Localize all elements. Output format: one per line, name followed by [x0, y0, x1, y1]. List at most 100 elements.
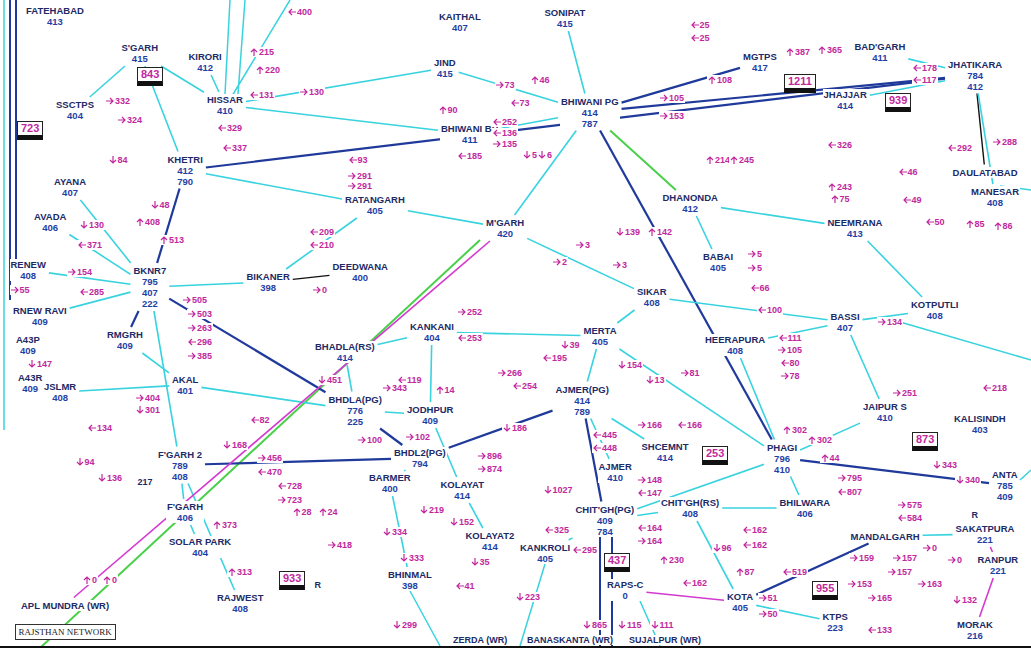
station-value: 414 — [466, 541, 515, 552]
transmission-line — [347, 365, 352, 392]
flow-arrow — [531, 76, 539, 84]
station-name: APL MUNDRA (WR) — [21, 600, 109, 611]
flow-arrow — [478, 465, 486, 473]
label-text: 186 — [512, 423, 527, 433]
flow-value: 133 — [867, 625, 893, 635]
flow-arrow — [638, 476, 646, 484]
station-value: 410 — [207, 105, 243, 116]
label-text: 302 — [792, 425, 807, 435]
flow-value: 326 — [827, 140, 853, 150]
flow-arrow — [511, 99, 519, 107]
flow-arrow — [450, 518, 458, 526]
station-value: 408 — [637, 297, 667, 308]
flow-value: 243 — [827, 182, 853, 192]
substation-label: APL MUNDRA (WR) — [20, 600, 110, 611]
label-text: 874 — [487, 464, 502, 474]
flow-value: 456 — [257, 453, 283, 463]
flow-arrow — [406, 433, 414, 441]
flow-arrow — [561, 341, 569, 349]
flow-arrow — [136, 218, 144, 226]
substation-label: BHILWARA406 — [779, 497, 832, 519]
substation-label: KANKROLI405 — [519, 542, 571, 564]
flow-value: 223 — [515, 592, 541, 602]
station-name: KANKANI — [410, 321, 454, 332]
flow-value: 292 — [947, 143, 973, 153]
label-text: 102 — [415, 432, 430, 442]
label-text: 285 — [89, 287, 104, 297]
transmission-line — [246, 107, 438, 130]
station-name: SHCEMNT — [642, 441, 689, 452]
substation-label: JIND415 — [433, 57, 457, 79]
flow-value: 66 — [750, 283, 771, 293]
flow-arrow — [618, 621, 626, 629]
substation-label: ANTA785409 — [991, 469, 1019, 502]
transmission-line — [191, 525, 195, 534]
label-text: 48 — [160, 200, 170, 210]
station-value: 400 — [369, 483, 411, 494]
label-text: 288 — [1002, 137, 1017, 147]
flow-arrow — [160, 236, 168, 244]
label-text: 14 — [445, 385, 455, 395]
flow-value: 117 — [912, 75, 938, 85]
flow-value: 41 — [455, 581, 476, 591]
label-text: 55 — [20, 285, 30, 295]
substation-label: KHETRI412790 — [167, 154, 204, 187]
flow-arrow — [618, 361, 626, 369]
substation-label: AKAL401 — [171, 374, 199, 396]
label-text: 136 — [107, 473, 122, 483]
label-text: 148 — [647, 475, 662, 485]
station-value: 409 — [13, 316, 67, 327]
substation-label: F'GARH 2789408 — [157, 449, 203, 482]
transmission-line — [169, 299, 325, 393]
label-text: 343 — [942, 460, 957, 470]
label-text: 117 — [922, 75, 937, 85]
label-text: 82 — [260, 415, 270, 425]
flow-value: 795 — [837, 473, 863, 483]
flow-arrow — [28, 360, 36, 368]
station-value: 400 — [333, 272, 388, 283]
flow-arrow — [783, 568, 791, 576]
flow-arrow — [638, 524, 646, 532]
label-text: 105 — [787, 345, 802, 355]
flow-arrow — [913, 76, 921, 84]
substation-label: KAITHAL407 — [438, 11, 482, 33]
transmission-line — [79, 386, 169, 391]
transmission-line — [800, 423, 860, 450]
generation-box: 723 — [17, 121, 43, 140]
label-text: 93 — [358, 155, 368, 165]
flow-value: 519 — [782, 567, 808, 577]
flow-arrow — [713, 544, 721, 552]
substation-label: RNEW RAVI409 — [12, 305, 68, 327]
station-value: 408 — [911, 310, 959, 321]
flow-arrow — [933, 461, 941, 469]
generation-box: 1211 — [784, 74, 816, 93]
flow-value: 55 — [10, 285, 31, 295]
label-text: 220 — [265, 65, 280, 75]
substation-label: MERTA405 — [583, 325, 618, 347]
station-value: 407 — [831, 322, 860, 333]
label-text: 217 — [138, 477, 153, 487]
flow-arrow — [288, 8, 296, 16]
label-text: 254 — [522, 381, 537, 391]
substation-label: JHATIKARA784412 — [947, 59, 1003, 92]
flow-arrow — [888, 568, 896, 576]
flow-value: 24 — [318, 507, 339, 517]
flow-arrow — [136, 394, 144, 402]
station-name: BAD'GARH — [855, 41, 906, 52]
station-name: NEEMRANA — [828, 217, 883, 228]
flow-arrow — [310, 241, 318, 249]
flow-value: 162 — [742, 540, 768, 550]
substation-label: RAJWEST408 — [216, 592, 264, 614]
flow-value: 159 — [849, 553, 875, 563]
flow-arrow — [383, 528, 391, 536]
label-text: 139 — [625, 227, 640, 237]
flow-arrow — [278, 496, 286, 504]
station-value: 221 — [978, 565, 1019, 576]
station-name: BASSI — [831, 311, 860, 322]
substation-label: F'GARH406 — [166, 501, 204, 523]
flow-value: 142 — [647, 227, 673, 237]
substation-label: KOLAYAT2414 — [465, 530, 516, 552]
station-name: S'GARH — [122, 42, 159, 53]
station-value: 415 — [122, 53, 159, 64]
